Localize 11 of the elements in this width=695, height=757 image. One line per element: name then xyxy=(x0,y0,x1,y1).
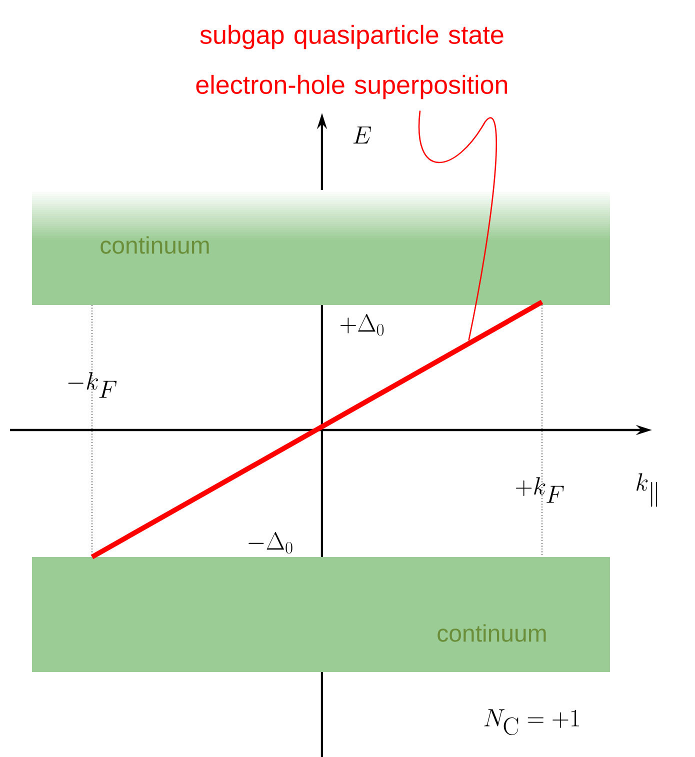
continuum-band: continuum xyxy=(32,190,610,305)
callout-text: subgap quasiparticle state electron-hole superposition xyxy=(196,24,508,100)
axis-label: $k_{\parallel}$ xyxy=(636,473,657,507)
axis-label: $+\Delta_0$ xyxy=(340,314,384,336)
leader-line xyxy=(418,110,497,341)
axis-label: $-k_F$ xyxy=(68,372,117,398)
axis-label: $N_{\mathrm{C}} = +1$ xyxy=(484,709,579,736)
axis-label: $+k_F$ xyxy=(516,477,564,503)
axis-label: $E$ xyxy=(353,126,371,144)
axis-label: $-\Delta_0$ xyxy=(248,532,292,554)
continuum-band: continuum xyxy=(32,557,610,672)
